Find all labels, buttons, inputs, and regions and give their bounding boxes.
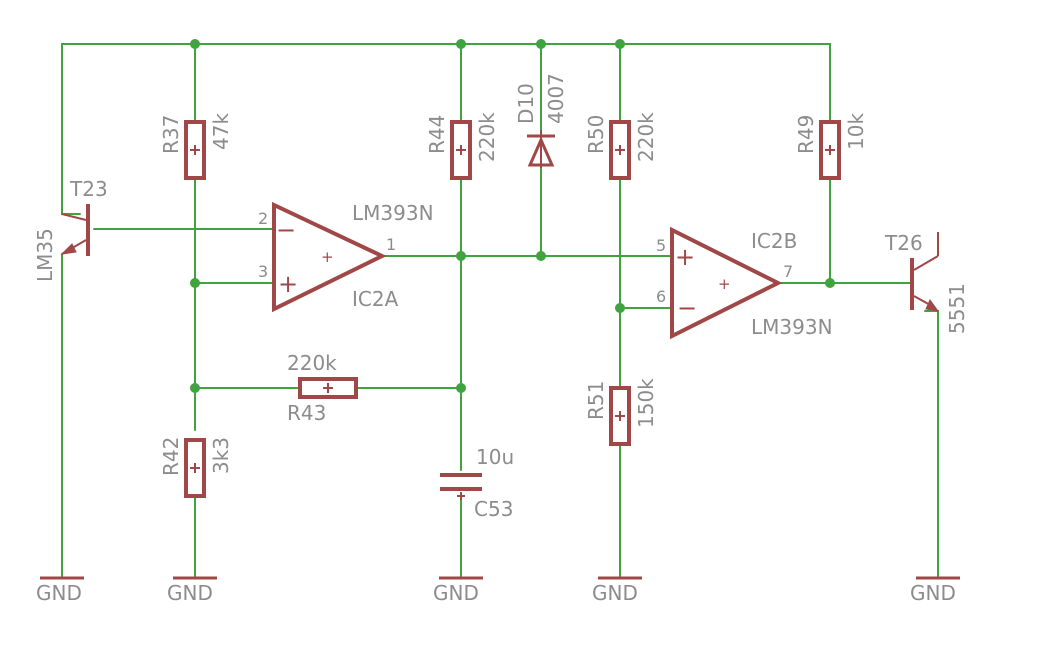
gnd-3: GND	[433, 576, 483, 605]
t26-type: 5551	[945, 283, 969, 334]
ic2b-pin5: 5	[656, 236, 666, 255]
gnd-1: GND	[36, 576, 84, 605]
ic2b-pin7: 7	[783, 262, 793, 281]
r50-value: 220k	[634, 112, 658, 162]
r50-label: R50	[584, 115, 608, 154]
opamp-ic2a[interactable]: − + + 2 3 1 LM393N IC2A	[258, 201, 434, 313]
t23-label: T23	[69, 177, 108, 201]
ic2b-center-plus: +	[718, 275, 731, 293]
diode-d10[interactable]: D10 4007	[514, 73, 568, 168]
r42-label: R42	[159, 437, 183, 476]
gnd-label: GND	[167, 581, 213, 605]
t26-label: T26	[884, 231, 923, 255]
resistor-r49[interactable]: R49 10k	[794, 113, 868, 180]
gnd-label: GND	[592, 581, 638, 605]
r44-value: 220k	[475, 112, 499, 162]
ic2a-label: IC2A	[352, 287, 399, 311]
resistor-r42[interactable]: R42 3k3	[159, 437, 233, 498]
c53-value: 10u	[476, 445, 514, 469]
gnd-label: GND	[910, 581, 956, 605]
r43-label: R43	[287, 401, 326, 425]
wires	[61, 43, 939, 579]
ic2b-type: LM393N	[751, 315, 833, 339]
transistor-t26[interactable]: T26 5551	[884, 231, 969, 334]
lm35-label: LM35	[33, 228, 57, 282]
transistor-t23[interactable]: T23 LM35	[33, 177, 108, 282]
resistor-r37[interactable]: R37 47k	[159, 113, 233, 180]
capacitor-c53[interactable]: 10u C53	[440, 445, 514, 521]
r37-value: 47k	[209, 113, 233, 150]
ic2a-center-plus: +	[321, 248, 334, 266]
gnd-label: GND	[433, 581, 479, 605]
ic2a-type: LM393N	[352, 201, 434, 225]
resistor-r50[interactable]: R50 220k	[584, 112, 658, 180]
junctions	[190, 39, 835, 393]
gnd-4: GND	[592, 576, 642, 605]
ic2a-pin2: 2	[258, 209, 268, 228]
opamp-ic2b[interactable]: + − + 5 6 7 IC2B LM393N	[656, 226, 833, 340]
r42-value: 3k3	[209, 437, 233, 474]
resistor-r51[interactable]: R51 150k	[584, 378, 658, 446]
r49-value: 10k	[844, 113, 868, 150]
gnd-label: GND	[36, 581, 82, 605]
r51-label: R51	[584, 381, 608, 420]
r37-label: R37	[159, 115, 183, 154]
ic2b-pin6: 6	[656, 287, 666, 306]
ic2b-minus: −	[677, 294, 697, 322]
resistor-r44[interactable]: R44 220k	[425, 112, 499, 180]
ic2a-plus: +	[278, 270, 298, 298]
r51-value: 150k	[634, 378, 658, 428]
gnd-2: GND	[167, 576, 217, 605]
ic2a-minus: −	[276, 216, 296, 244]
gnd-5: GND	[910, 576, 960, 605]
d10-label: D10	[514, 83, 538, 124]
r43-value: 220k	[287, 351, 337, 375]
ic2b-label: IC2B	[751, 229, 797, 253]
c53-label: C53	[474, 497, 513, 521]
resistor-r43[interactable]: 220k R43	[287, 351, 358, 425]
ic2b-plus: +	[675, 243, 695, 271]
r49-label: R49	[794, 115, 818, 154]
r44-label: R44	[425, 115, 449, 154]
ic2a-pin1: 1	[386, 235, 396, 254]
ic2a-pin3: 3	[258, 262, 268, 281]
d10-value: 4007	[544, 73, 568, 124]
